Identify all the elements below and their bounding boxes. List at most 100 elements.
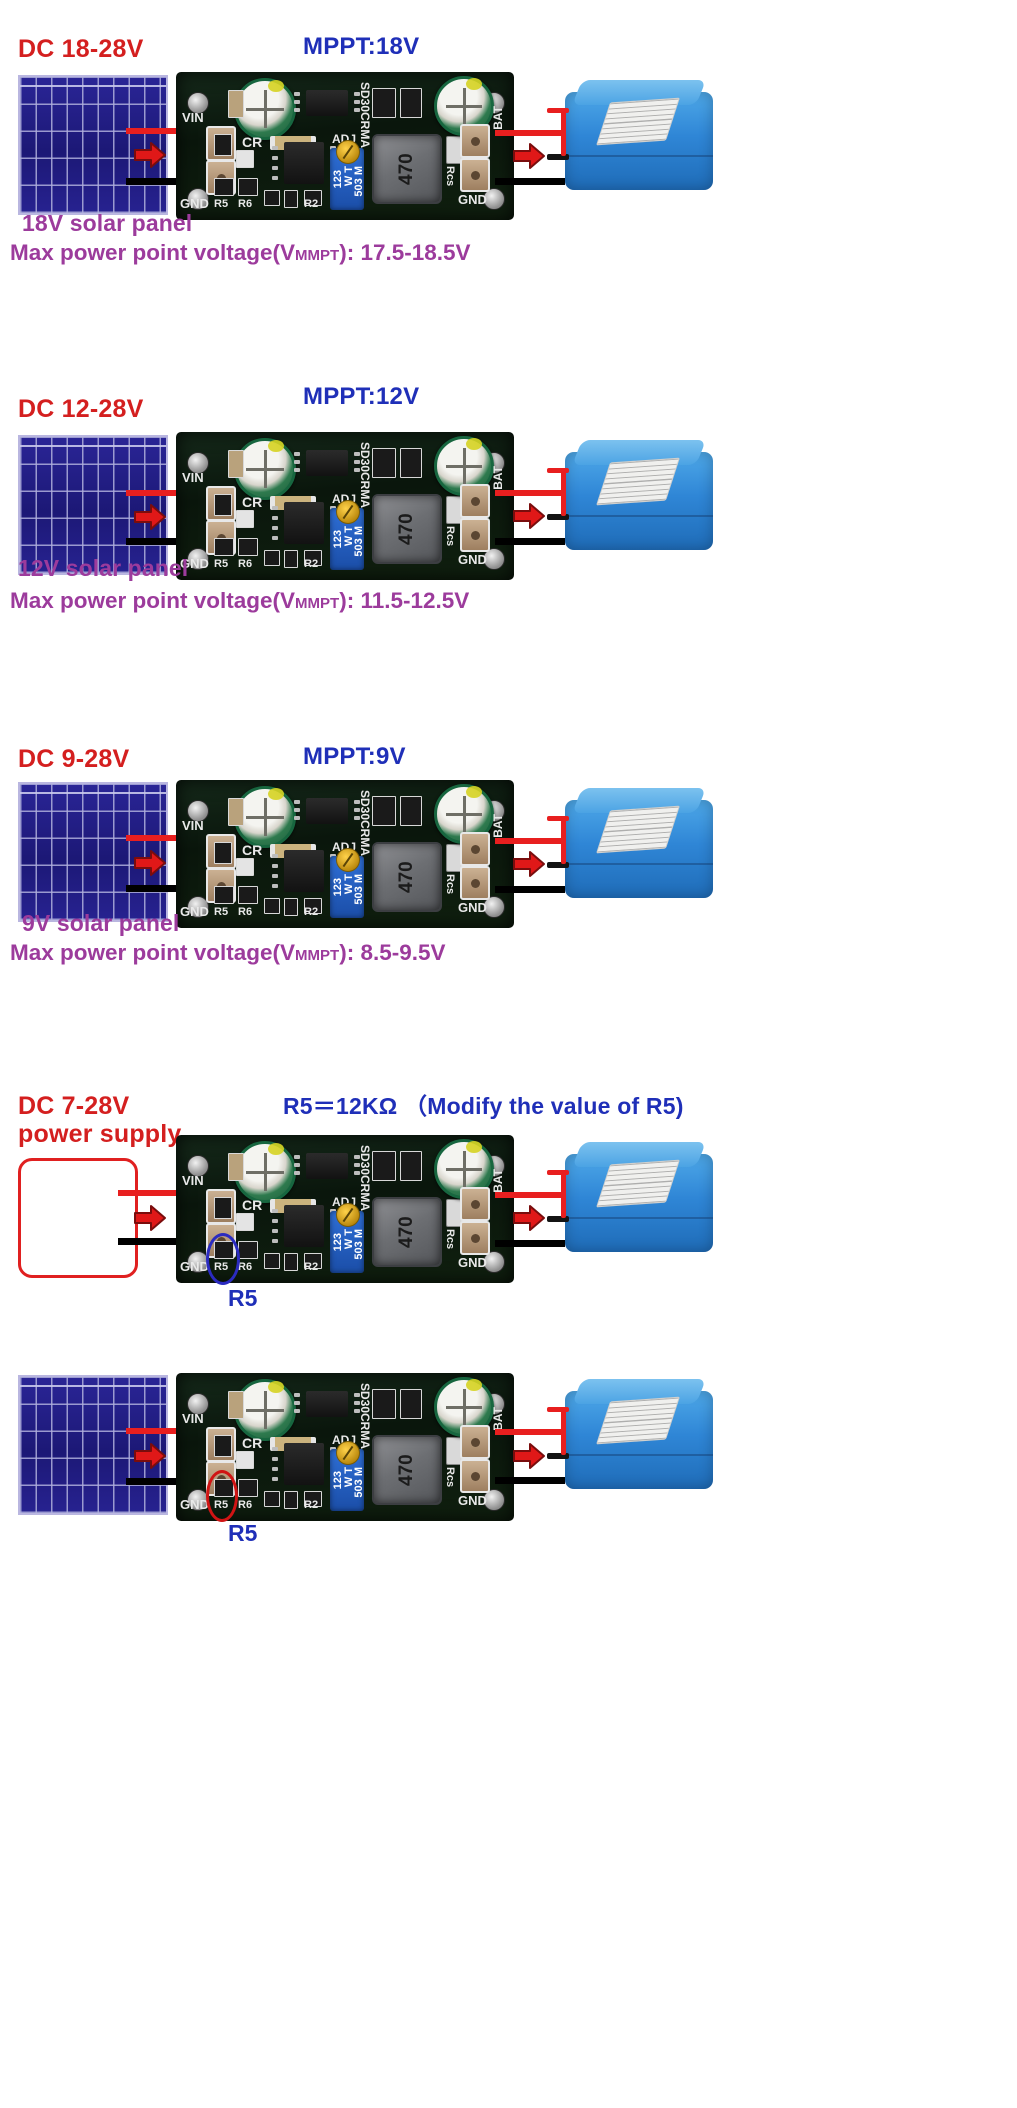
inductor-value: 470: [396, 1454, 417, 1486]
gnd-pad-out: [460, 518, 490, 552]
smd-resistor: [304, 898, 322, 914]
adjust-potentiometer[interactable]: 123 W T 503 M: [330, 848, 365, 918]
silk-bat: BAT: [491, 814, 505, 838]
pot-screw-icon[interactable]: [336, 1441, 360, 1465]
silk-r5: R5: [214, 558, 229, 570]
wire-black-3: [126, 885, 204, 892]
silk-chip-name: SD30CRMA: [358, 82, 372, 149]
dc-input-label-3: DC 9-28V: [18, 745, 130, 773]
wire-red-out-1: [495, 130, 565, 136]
section-mppt-12v: DC 12-28V MPPT:12V VIN GND CR SD30CRMA: [0, 350, 1017, 670]
mpp-sub-1: MMPT: [295, 247, 340, 264]
mounting-hole: [187, 188, 209, 210]
battery-lead-black: [547, 862, 569, 868]
wire-black-out-1: [495, 178, 565, 185]
silk-rcs: Rcs: [444, 1229, 456, 1250]
mpp-suffix-3: ): 8.5-9.5V: [339, 940, 446, 965]
wire-black-out-3: [495, 886, 565, 893]
pot-screw-icon[interactable]: [336, 1203, 360, 1227]
smd-mosfet: [400, 1151, 422, 1181]
capacitor-marking: [268, 1381, 284, 1393]
smd-mosfet: [400, 1389, 422, 1419]
capacitor-marking: [466, 78, 482, 90]
battery-lead-red: [547, 816, 569, 821]
battery-pack-2: [547, 440, 713, 550]
adjust-potentiometer[interactable]: 123 W T 503 M: [330, 1203, 365, 1273]
silk-r6: R6: [238, 558, 253, 570]
wire-red-3: [126, 835, 204, 841]
mpp-voltage-caption-2: Max power point voltage(VMMPT): 11.5-12.…: [10, 588, 469, 614]
pot-screw-icon[interactable]: [336, 500, 360, 524]
silk-gnd-in: GND: [180, 196, 209, 211]
wire-black-out-5: [495, 1477, 565, 1484]
silk-r2: R2: [304, 1261, 319, 1273]
pot-screw-icon[interactable]: [336, 140, 360, 164]
adjust-potentiometer[interactable]: 123 W T 503 M: [330, 140, 365, 210]
battery-lead-black: [547, 1453, 569, 1459]
adjust-potentiometer[interactable]: 123 W T 503 M: [330, 500, 365, 570]
gnd-pad-out: [460, 158, 490, 192]
wire-black-2: [126, 538, 204, 545]
adjust-potentiometer[interactable]: 123 W T 503 M: [330, 1441, 365, 1511]
r5-callout-5: R5: [228, 1520, 258, 1546]
wire-red-1: [126, 128, 204, 134]
r5-highlight-ring-5: [206, 1470, 238, 1522]
solar-panel-5: [18, 1375, 168, 1515]
smd-capacitor: [284, 1491, 298, 1509]
pot-screw-icon[interactable]: [336, 848, 360, 872]
smd-pad: [228, 1153, 244, 1181]
silk-gnd-out: GND: [458, 1255, 487, 1270]
silk-cr: CR: [242, 1435, 263, 1451]
mounting-hole: [187, 1393, 209, 1415]
smd-pad: [228, 450, 244, 478]
silk-chip-name: SD30CRMA: [358, 442, 372, 509]
capacitor-marking: [466, 786, 482, 798]
battery-lead-red-curve: [561, 108, 566, 156]
silk-vin: VIN: [182, 470, 204, 485]
mounting-hole: [483, 896, 505, 918]
silk-vin: VIN: [182, 1411, 204, 1426]
pot-text-3: 503 M: [353, 1229, 365, 1260]
silk-gnd-in: GND: [180, 1497, 209, 1512]
flow-arrow-3: [133, 848, 167, 878]
silk-r6: R6: [238, 198, 253, 210]
smd-resistor: [214, 538, 234, 556]
mppt-module-1: VIN GND CR SD30CRMA R5 R6 R2 ADJ 123 W T: [176, 72, 514, 220]
silk-vin: VIN: [182, 818, 204, 833]
battery-lead-black: [547, 514, 569, 520]
mounting-hole: [483, 548, 505, 570]
pot-text-3: 503 M: [353, 874, 365, 905]
smd-capacitor: [264, 1491, 280, 1507]
silk-rcs: Rcs: [444, 1467, 456, 1488]
smd-led: [236, 150, 254, 168]
silk-gnd-out: GND: [458, 900, 487, 915]
bat-pad: [460, 832, 490, 866]
battery-pack-1: [547, 80, 713, 190]
bat-pad: [460, 1187, 490, 1221]
silk-r6: R6: [238, 1499, 253, 1511]
silk-bat: BAT: [491, 1169, 505, 1193]
power-inductor: 470: [372, 1435, 442, 1505]
smd-diode: [372, 448, 396, 478]
r5-modify-heading: R5＝12KΩ （Modify the value of R5): [283, 1093, 684, 1119]
smd-led: [236, 1451, 254, 1469]
wire-black-4: [118, 1238, 204, 1245]
gnd-pad-out: [460, 1459, 490, 1493]
smd-capacitor: [284, 1253, 298, 1271]
smd-pad: [228, 1391, 244, 1419]
silk-rcs: Rcs: [444, 874, 456, 895]
mppt-label-2: MPPT:12V: [303, 383, 420, 410]
silk-rcs: Rcs: [444, 166, 456, 187]
smd-diode: [372, 1389, 396, 1419]
silk-bat: BAT: [491, 1407, 505, 1431]
battery-lead-black: [547, 1216, 569, 1222]
solar-panel-2: [18, 435, 168, 575]
controller-ic: [272, 1443, 336, 1485]
wire-black-5: [126, 1478, 204, 1485]
wire-red-4: [118, 1190, 204, 1196]
mounting-hole: [187, 452, 209, 474]
silk-gnd-out: GND: [458, 1493, 487, 1508]
solar-panel-1: [18, 75, 168, 215]
mpp-prefix-3: Max power point voltage(V: [10, 940, 296, 965]
smd-resistor: [214, 134, 232, 156]
